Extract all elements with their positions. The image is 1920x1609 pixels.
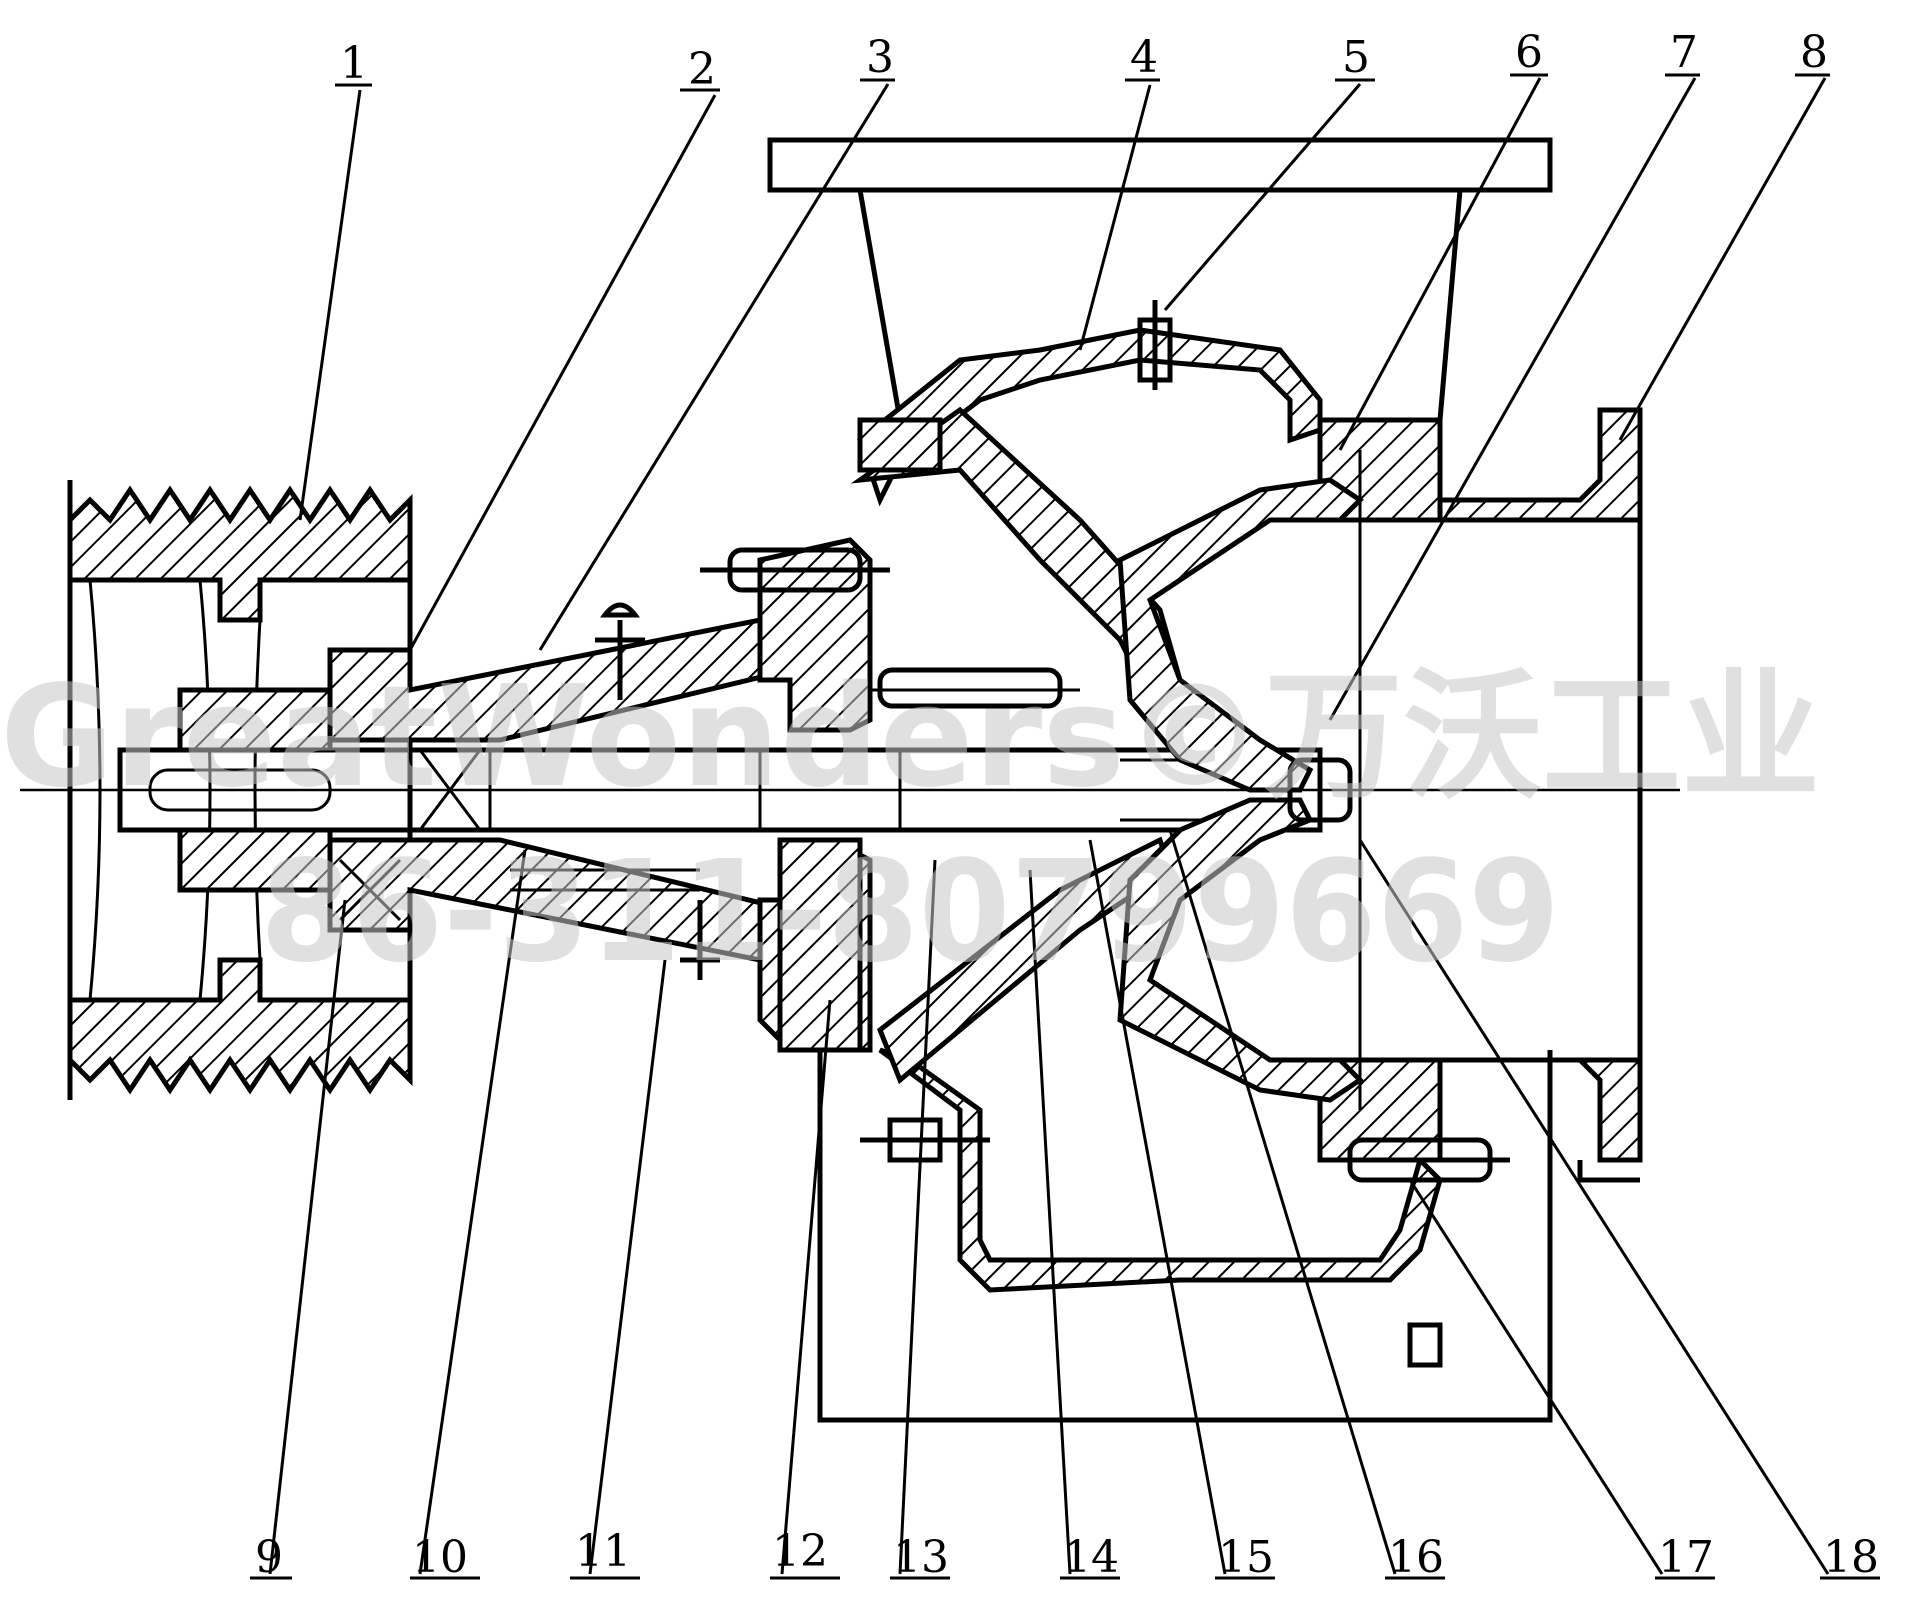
- callout-labels: 1 2 3 4 5 6 7 8 9 10 11 12 13 14 15 16 1…: [255, 27, 1879, 1583]
- leader-1: [298, 83, 372, 521]
- callout-2: 2: [688, 44, 716, 95]
- callout-3: 3: [866, 32, 894, 83]
- watermark-line2: 86-311-80799669: [260, 831, 1560, 994]
- callout-1: 1: [340, 38, 368, 89]
- leader-9: [250, 899, 347, 1580]
- callout-4: 4: [1130, 32, 1158, 83]
- leader-18: [1358, 839, 1880, 1580]
- callout-10: 10: [412, 1532, 468, 1583]
- impeller: [1117, 450, 1364, 1110]
- callout-5: 5: [1342, 32, 1370, 83]
- leader-5: [1163, 78, 1375, 311]
- leader-4: [1078, 78, 1160, 351]
- leader-7: [1328, 73, 1700, 721]
- watermark: GreatWonders©万沃工业 86-311-80799669: [0, 656, 1820, 994]
- leader-3: [538, 78, 895, 651]
- leader-lines: [250, 73, 1880, 1580]
- leader-11: [570, 959, 667, 1580]
- callout-7: 7: [1670, 27, 1698, 78]
- callout-6: 6: [1515, 27, 1543, 78]
- leader-17: [1408, 1179, 1715, 1580]
- callout-13: 13: [893, 1532, 949, 1583]
- leader-12: [770, 999, 840, 1580]
- leader-8: [1618, 73, 1830, 441]
- leader-2: [408, 88, 720, 651]
- callout-16: 16: [1388, 1532, 1444, 1583]
- callout-17: 17: [1658, 1532, 1714, 1583]
- callout-12: 12: [772, 1526, 828, 1577]
- leader-10: [410, 849, 527, 1580]
- leader-14: [1028, 869, 1120, 1580]
- pulley: [67, 480, 413, 1100]
- suction-pipe: [1437, 407, 1643, 1183]
- leader-13: [890, 859, 950, 1580]
- callout-15: 15: [1218, 1532, 1274, 1583]
- callout-11: 11: [575, 1526, 631, 1577]
- callout-8: 8: [1800, 27, 1828, 78]
- leader-16: [1168, 829, 1445, 1580]
- callout-18: 18: [1823, 1532, 1879, 1583]
- watermark-line1: GreatWonders©万沃工业: [0, 656, 1820, 819]
- callout-9: 9: [255, 1532, 283, 1583]
- callout-14: 14: [1063, 1532, 1119, 1583]
- leader-6: [1338, 73, 1548, 451]
- leader-15: [1088, 839, 1275, 1580]
